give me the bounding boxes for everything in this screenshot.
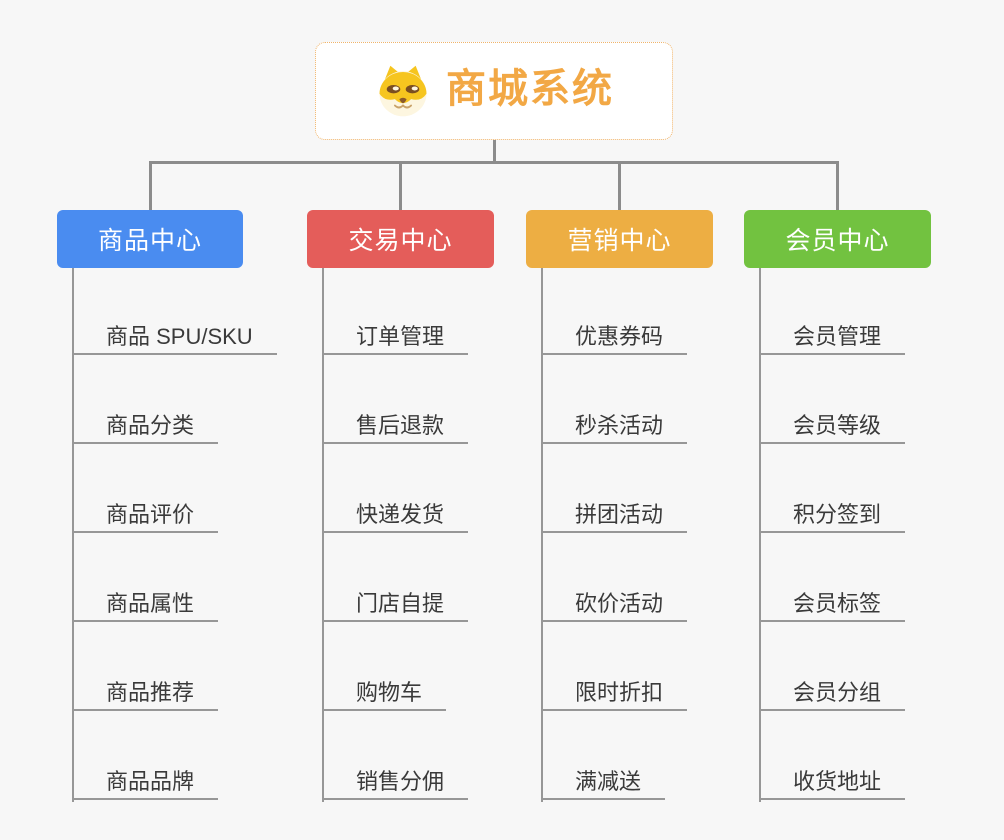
branch-member-center: 会员中心 会员管理 会员等级 积分签到 会员标签 会员分组 收货地址 (744, 210, 931, 810)
branch-product-center: 商品中心 商品 SPU/SKU 商品分类 商品评价 商品属性 商品推荐 商品品牌 (57, 210, 277, 810)
branch-trade-center: 交易中心 订单管理 售后退款 快递发货 门店自提 购物车 销售分佣 (307, 210, 494, 810)
branch-item[interactable]: 售后退款 (322, 404, 469, 444)
connector-drop-trade (399, 161, 402, 210)
connector-root-stem (493, 140, 496, 164)
branch-item[interactable]: 订单管理 (322, 315, 469, 355)
branch-item[interactable]: 商品 SPU/SKU (72, 315, 277, 355)
branch-item[interactable]: 销售分佣 (322, 760, 469, 800)
branch-item[interactable]: 会员标签 (759, 582, 906, 622)
root-node-mall-system[interactable]: 商城系统 (315, 42, 673, 140)
branch-item[interactable]: 积分签到 (759, 493, 906, 533)
branch-item[interactable]: 优惠券码 (541, 315, 688, 355)
branch-item[interactable]: 限时折扣 (541, 671, 688, 711)
branch-item[interactable]: 门店自提 (322, 582, 469, 622)
branch-item[interactable]: 满减送 (541, 760, 666, 800)
branch-item[interactable]: 商品分类 (72, 404, 219, 444)
branch-header-product-center[interactable]: 商品中心 (57, 210, 243, 268)
dog-face-icon (379, 65, 427, 117)
branch-header-marketing-center[interactable]: 营销中心 (526, 210, 713, 268)
branch-item[interactable]: 快递发货 (322, 493, 469, 533)
branch-item[interactable]: 拼团活动 (541, 493, 688, 533)
branch-item[interactable]: 砍价活动 (541, 582, 688, 622)
branch-item[interactable]: 商品推荐 (72, 671, 219, 711)
branch-marketing-center: 营销中心 优惠券码 秒杀活动 拼团活动 砍价活动 限时折扣 满减送 (526, 210, 713, 810)
connector-drop-member (836, 161, 839, 210)
branch-connector-line (72, 268, 74, 802)
connector-drop-marketing (618, 161, 621, 210)
branch-header-trade-center[interactable]: 交易中心 (307, 210, 494, 268)
branch-item[interactable]: 收货地址 (759, 760, 906, 800)
branch-item[interactable]: 会员等级 (759, 404, 906, 444)
branch-header-member-center[interactable]: 会员中心 (744, 210, 931, 268)
branch-connector-line (322, 268, 324, 802)
branch-item[interactable]: 会员分组 (759, 671, 906, 711)
connector-drop-product (149, 161, 152, 210)
branch-item[interactable]: 会员管理 (759, 315, 906, 355)
branch-item[interactable]: 商品属性 (72, 582, 219, 622)
branch-item[interactable]: 购物车 (322, 671, 447, 711)
connector-horizontal (149, 161, 839, 164)
branch-connector-line (759, 268, 761, 802)
branch-connector-line (541, 268, 543, 802)
branch-item[interactable]: 商品品牌 (72, 760, 219, 800)
branch-item[interactable]: 商品评价 (72, 493, 219, 533)
root-title: 商城系统 (446, 67, 614, 111)
branch-item[interactable]: 秒杀活动 (541, 404, 688, 444)
